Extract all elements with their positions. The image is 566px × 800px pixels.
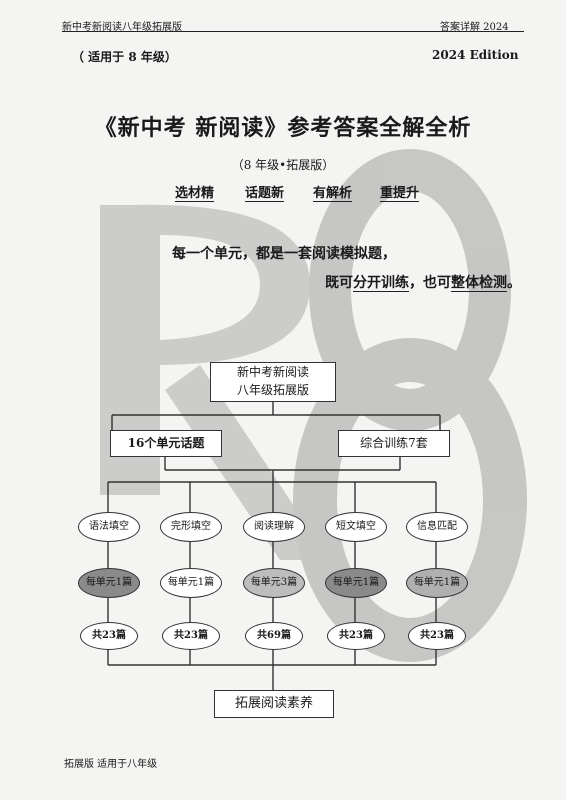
page-subtitle: （8 年级•拓展版） bbox=[231, 158, 335, 172]
total-matching: 共23篇 bbox=[408, 622, 466, 650]
description-line-1: 每一个单元，都是一套阅读模拟题， bbox=[172, 246, 396, 262]
type-cloze: 完形填空 bbox=[160, 512, 222, 542]
per-unit-grammar: 每单元1篇 bbox=[78, 568, 140, 598]
per-unit-cloze: 每单元1篇 bbox=[160, 568, 222, 598]
header-rule bbox=[62, 31, 524, 32]
branch-practice: 综合训练7套 bbox=[338, 430, 450, 457]
footer-note: 拓展版 适用于八年级 bbox=[64, 759, 158, 770]
type-grammar: 语法填空 bbox=[78, 512, 140, 542]
branch-units: 16个单元话题 bbox=[110, 430, 222, 457]
per-unit-gap-fill: 每单元1篇 bbox=[325, 568, 387, 598]
slogan-1: 选材精 bbox=[175, 186, 215, 202]
slogan-3: 有解析 bbox=[313, 186, 353, 202]
slogan-2: 话题新 bbox=[245, 186, 285, 202]
bottom-node: 拓展阅读素养 bbox=[214, 690, 334, 718]
description-line-2: 既可分开训练，也可整体检测。 bbox=[325, 275, 521, 292]
per-unit-matching: 每单元1篇 bbox=[406, 568, 468, 598]
root-node: 新中考新阅读八年级拓展版 bbox=[210, 362, 336, 402]
total-reading: 共69篇 bbox=[245, 622, 303, 650]
header-left: 新中考新阅读八年级拓展版 bbox=[62, 22, 182, 33]
slogan-4: 重提升 bbox=[380, 186, 420, 202]
edition-tag: 2024 Edition bbox=[432, 48, 519, 62]
page-title: 《新中考 新阅读》参考答案全解全析 bbox=[94, 115, 472, 141]
header-right: 答案详解 2024 bbox=[440, 22, 509, 33]
total-cloze: 共23篇 bbox=[162, 622, 220, 650]
total-gap-fill: 共23篇 bbox=[327, 622, 385, 650]
total-grammar: 共23篇 bbox=[80, 622, 138, 650]
type-reading: 阅读理解 bbox=[243, 512, 305, 542]
per-unit-reading: 每单元3篇 bbox=[243, 568, 305, 598]
type-gap-fill: 短文填空 bbox=[325, 512, 387, 542]
grade-tag: （ 适用于 8 年级） bbox=[72, 50, 177, 64]
type-matching: 信息匹配 bbox=[406, 512, 468, 542]
